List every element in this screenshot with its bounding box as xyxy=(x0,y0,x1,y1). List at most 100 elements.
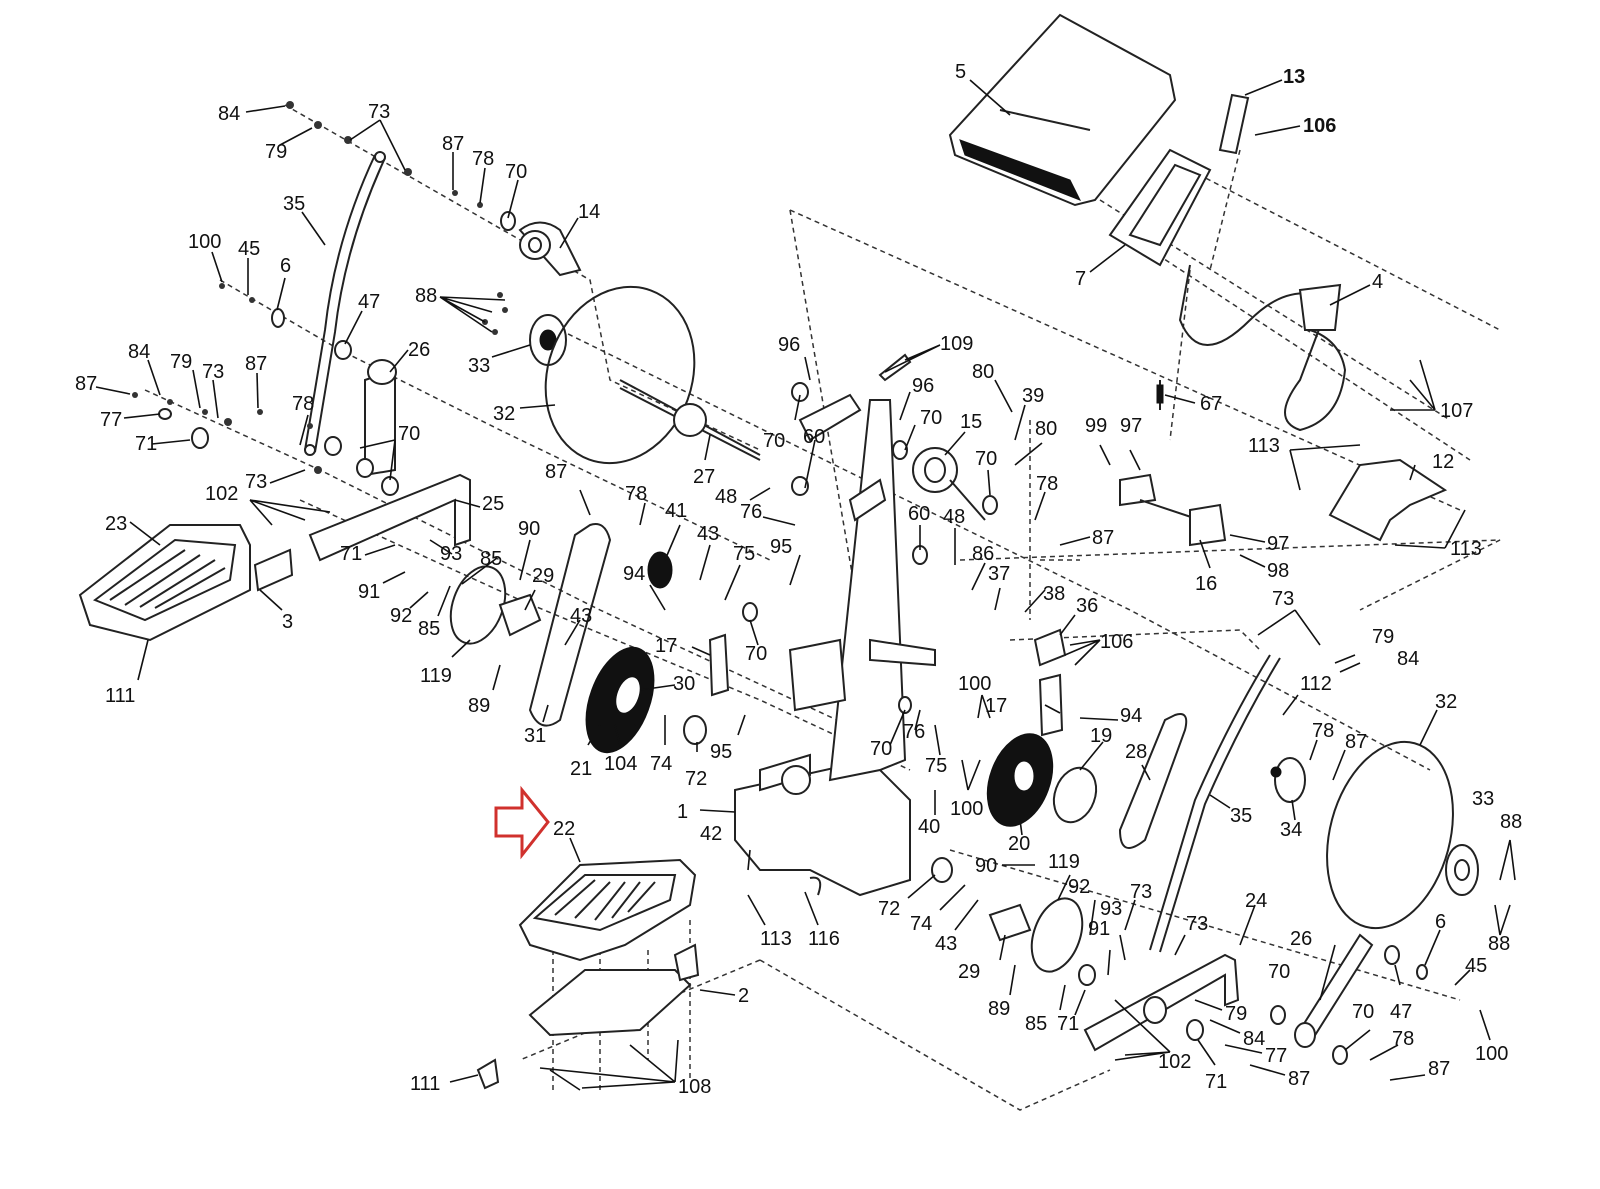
label-88: 88 xyxy=(1500,811,1522,833)
label-78: 78 xyxy=(292,393,314,415)
label-70: 70 xyxy=(870,738,892,760)
label-102: 102 xyxy=(205,483,238,505)
label-2: 2 xyxy=(738,985,749,1007)
label-89: 89 xyxy=(468,695,490,717)
label-94: 94 xyxy=(1120,705,1142,727)
label-3: 3 xyxy=(282,611,293,633)
label-95: 95 xyxy=(710,741,732,763)
label-78: 78 xyxy=(472,148,494,170)
hardware-right xyxy=(683,382,1428,1065)
label-112: 112 xyxy=(1300,673,1332,695)
label-88: 88 xyxy=(415,285,437,307)
label-70: 70 xyxy=(920,407,942,429)
part-19-hub xyxy=(1052,766,1098,824)
highlight-arrow-icon xyxy=(494,785,550,860)
part-35-right-arm xyxy=(1149,654,1281,953)
label-100: 100 xyxy=(950,798,983,820)
label-73: 73 xyxy=(245,471,267,493)
label-92: 92 xyxy=(1068,876,1090,898)
label-80: 80 xyxy=(1035,418,1057,440)
label-87: 87 xyxy=(1092,527,1114,549)
label-36: 36 xyxy=(1076,595,1098,617)
label-32: 32 xyxy=(1435,691,1457,713)
label-47: 47 xyxy=(1390,1001,1412,1023)
label-96: 96 xyxy=(912,375,934,397)
label-76: 76 xyxy=(740,501,762,523)
label-75: 75 xyxy=(925,755,947,777)
label-16: 16 xyxy=(1195,573,1217,595)
label-84: 84 xyxy=(128,341,150,363)
label-84: 84 xyxy=(1397,648,1419,670)
label-29: 29 xyxy=(958,961,980,983)
label-31: 31 xyxy=(524,725,546,747)
label-72: 72 xyxy=(685,768,707,790)
label-12: 12 xyxy=(1432,451,1454,473)
part-25-pedal-arm xyxy=(308,473,471,562)
part-2-pedal-base xyxy=(528,943,700,1037)
label-73: 73 xyxy=(1186,913,1208,935)
label-71: 71 xyxy=(1205,1071,1227,1093)
label-97: 97 xyxy=(1120,415,1142,437)
label-24: 24 xyxy=(1245,890,1267,912)
label-21: 21 xyxy=(570,758,592,780)
label-43: 43 xyxy=(570,605,592,627)
label-26: 26 xyxy=(408,339,430,361)
part-4-handlebar xyxy=(1178,264,1347,432)
part-14-pulley xyxy=(518,221,582,277)
label-33: 33 xyxy=(468,355,490,377)
part-5-console xyxy=(948,13,1177,207)
label-87: 87 xyxy=(75,373,97,395)
label-97: 97 xyxy=(1267,533,1289,555)
part-35-left-arm xyxy=(304,151,386,456)
label-79: 79 xyxy=(1225,1003,1247,1025)
label-73: 73 xyxy=(1130,881,1152,903)
label-48: 48 xyxy=(943,506,965,528)
label-107: 107 xyxy=(1440,400,1473,422)
label-75: 75 xyxy=(733,543,755,565)
label-37: 37 xyxy=(988,563,1010,585)
label-111: 111 xyxy=(410,1073,440,1095)
label-87: 87 xyxy=(545,461,567,483)
part-116-clip xyxy=(809,876,822,896)
label-85: 85 xyxy=(1025,1013,1047,1035)
label-33: 33 xyxy=(1472,788,1494,810)
label-90: 90 xyxy=(975,855,997,877)
label-76: 76 xyxy=(903,721,925,743)
label-42: 42 xyxy=(700,823,722,845)
label-26: 26 xyxy=(1290,928,1312,950)
label-116: 116 xyxy=(808,928,840,950)
label-91: 91 xyxy=(358,581,380,603)
label-17: 17 xyxy=(985,695,1007,717)
label-71: 71 xyxy=(135,433,157,455)
label-113: 113 xyxy=(1450,538,1482,560)
label-19: 19 xyxy=(1090,725,1112,747)
part-labels: 84 73 79 87 78 70 14 3 5 100 45 6 47 88 2… xyxy=(75,61,1522,1098)
label-70: 70 xyxy=(398,423,420,445)
label-79: 79 xyxy=(170,351,192,373)
label-119: 119 xyxy=(1048,851,1080,873)
part-13-grip xyxy=(1218,93,1250,155)
label-5: 5 xyxy=(955,61,966,83)
label-7: 7 xyxy=(1075,268,1086,290)
label-96: 96 xyxy=(778,334,800,356)
label-111: 111 xyxy=(105,685,135,707)
label-100: 100 xyxy=(958,673,991,695)
part-32-right-flywheel xyxy=(1326,740,1454,930)
label-45: 45 xyxy=(1465,955,1487,977)
label-30: 30 xyxy=(673,673,695,695)
part-7-console-tray xyxy=(1108,148,1212,267)
part-3-pedal-bracket xyxy=(253,548,294,592)
part-12-shroud xyxy=(1328,458,1448,542)
part-21-pulley xyxy=(585,646,655,754)
leader-lines xyxy=(95,79,1516,1091)
part-26-crank-arm xyxy=(364,359,397,477)
label-14: 14 xyxy=(578,201,600,223)
label-41: 41 xyxy=(665,500,687,522)
label-34: 34 xyxy=(1280,819,1302,841)
label-73: 73 xyxy=(368,101,390,123)
part-34-hub xyxy=(1270,757,1306,803)
label-109: 109 xyxy=(940,333,973,355)
part-17-left-bracket xyxy=(708,633,730,697)
label-6: 6 xyxy=(280,255,291,277)
